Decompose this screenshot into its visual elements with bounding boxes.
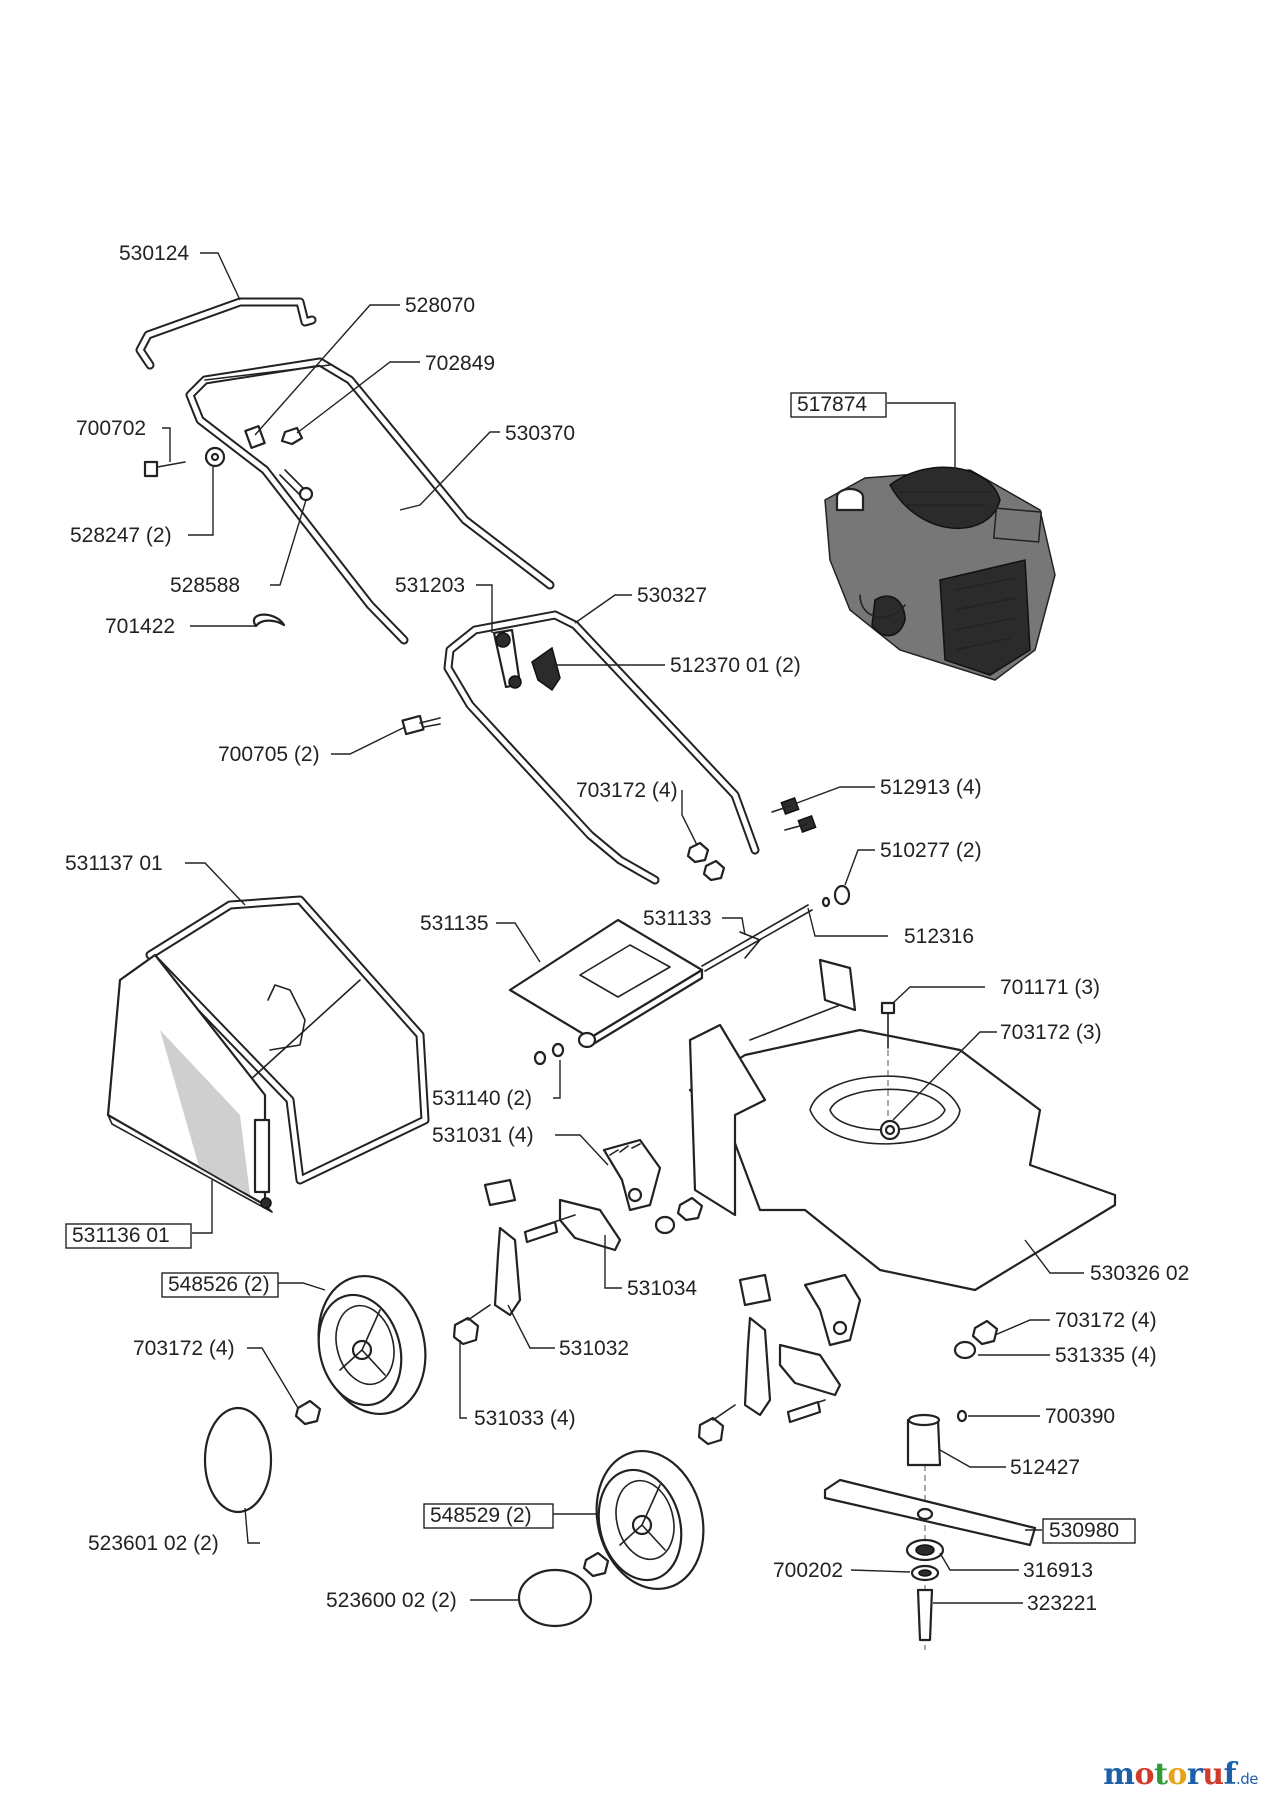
deck-nut-right xyxy=(971,1319,999,1346)
part-labels: 530124 528070 702849 700702 530370 52824… xyxy=(65,242,1189,1615)
lever-bolt-left xyxy=(452,1304,491,1346)
watermark-letter: t xyxy=(1154,1757,1168,1792)
clip xyxy=(252,613,286,628)
front-wheel xyxy=(317,1274,427,1416)
label-528247: 528247 (2) xyxy=(70,524,172,547)
label-510277: 510277 (2) xyxy=(880,839,982,862)
label-512427: 512427 xyxy=(1010,1456,1080,1479)
label-531140: 531140 (2) xyxy=(432,1087,532,1110)
handle-hardware xyxy=(143,425,314,502)
label-531203: 531203 xyxy=(395,574,465,597)
watermark-letter: r xyxy=(1186,1757,1203,1792)
deflector-washers xyxy=(533,1042,565,1066)
label-700705: 700705 (2) xyxy=(218,743,320,766)
lever-bolt-right xyxy=(697,1404,736,1446)
label-531034: 531034 xyxy=(627,1277,697,1300)
rear-wheel-nut xyxy=(582,1551,610,1578)
label-530370: 530370 xyxy=(505,422,575,445)
watermark-letter: u xyxy=(1202,1757,1224,1792)
deflector-plate xyxy=(508,918,704,1049)
label-530124: 530124 xyxy=(119,242,189,265)
label-531133: 531133 xyxy=(643,907,712,930)
height-lever-left xyxy=(483,1178,522,1317)
label-530980: 530980 xyxy=(1049,1519,1119,1542)
label-701422: 701422 xyxy=(105,615,175,638)
handle-bolt xyxy=(401,714,441,736)
cable-guide-rod xyxy=(135,297,317,370)
label-703172a: 703172 (4) xyxy=(576,779,678,802)
label-531137: 531137 01 xyxy=(65,852,163,875)
watermark-letter: o xyxy=(1167,1757,1187,1792)
label-531031: 531031 (4) xyxy=(432,1124,534,1147)
label-703172d: 703172 (4) xyxy=(133,1337,235,1360)
label-boxes xyxy=(65,392,1136,1544)
height-bracket-left xyxy=(602,1138,662,1212)
label-530326: 530326 02 xyxy=(1090,1262,1189,1285)
watermark-tld: .de xyxy=(1235,1770,1259,1788)
height-lever-right xyxy=(738,1273,772,1417)
label-323221: 323221 xyxy=(1027,1592,1097,1615)
label-703172c: 703172 (4) xyxy=(1055,1309,1157,1332)
front-hubcap xyxy=(203,1406,273,1514)
engine-bolt xyxy=(880,1001,896,1120)
deck-washer-right xyxy=(953,1340,977,1360)
label-512913: 512913 (4) xyxy=(880,776,982,799)
label-523600: 523600 02 (2) xyxy=(326,1589,457,1612)
label-531135: 531135 xyxy=(420,912,489,935)
label-548526: 548526 (2) xyxy=(168,1273,270,1296)
label-548529: 548529 (2) xyxy=(430,1504,532,1527)
label-531136: 531136 01 xyxy=(72,1224,170,1247)
label-700702: 700702 xyxy=(76,417,146,440)
grass-bag xyxy=(106,953,273,1213)
grass-bag-frame xyxy=(145,895,430,1185)
label-512316: 512316 xyxy=(904,925,974,948)
label-523601: 523601 02 (2) xyxy=(88,1532,219,1555)
label-531033: 531033 (4) xyxy=(474,1407,576,1430)
label-702849: 702849 xyxy=(425,352,495,375)
label-316913: 316913 xyxy=(1023,1559,1093,1582)
deck-nut xyxy=(676,1196,704,1222)
handle-clamp xyxy=(492,628,561,692)
label-528070: 528070 xyxy=(405,294,475,317)
lower-handle xyxy=(443,610,760,885)
watermark-letter: o xyxy=(1134,1757,1155,1792)
label-701171: 701171 (3) xyxy=(1000,976,1100,999)
label-512370: 512370 01 (2) xyxy=(670,654,801,677)
watermark-letter: m xyxy=(1103,1757,1135,1792)
watermark-letter: f xyxy=(1223,1757,1237,1792)
handle-nuts xyxy=(686,841,726,882)
label-517874: 517874 xyxy=(797,393,867,416)
handle-bolts xyxy=(771,797,817,833)
label-528588: 528588 xyxy=(170,574,240,597)
label-530327: 530327 xyxy=(637,584,707,607)
label-531335: 531335 (4) xyxy=(1055,1344,1157,1367)
rear-hubcap xyxy=(517,1568,593,1628)
leader-lines xyxy=(162,252,1084,1604)
blade-assembly xyxy=(823,1409,1037,1650)
label-703172b: 703172 (3) xyxy=(1000,1021,1102,1044)
axle-bracket-right xyxy=(778,1343,842,1424)
engine xyxy=(824,466,1056,681)
rear-wheel xyxy=(595,1449,705,1591)
label-700390: 700390 xyxy=(1045,1405,1115,1428)
label-531032: 531032 xyxy=(559,1337,629,1360)
upper-handle xyxy=(185,357,555,645)
watermark-logo: motoruf.de xyxy=(1103,1757,1258,1792)
height-rod-assembly xyxy=(701,884,851,972)
front-wheel-nut xyxy=(294,1399,322,1426)
height-bracket-right xyxy=(803,1273,862,1347)
mower-deck xyxy=(688,958,1117,1292)
deck-washer xyxy=(654,1215,676,1235)
axle-bracket-left xyxy=(523,1198,622,1252)
label-700202: 700202 xyxy=(773,1559,843,1582)
